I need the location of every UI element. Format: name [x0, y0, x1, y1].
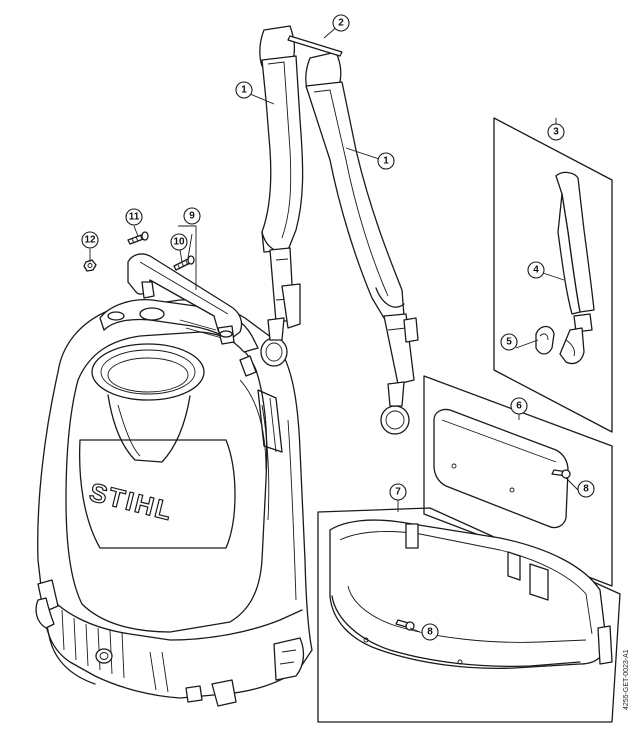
- svg-text:4: 4: [533, 265, 539, 276]
- carrying-handle: [127, 253, 243, 345]
- svg-text:5: 5: [506, 337, 512, 348]
- screw-11: [127, 231, 149, 245]
- svg-text:8: 8: [427, 627, 433, 638]
- svg-text:1: 1: [383, 156, 389, 167]
- svg-text:3: 3: [553, 127, 559, 138]
- rod-2: [287, 35, 343, 57]
- svg-text:11: 11: [129, 212, 140, 223]
- svg-text:2: 2: [338, 18, 344, 29]
- callout-1b: 1: [377, 152, 395, 170]
- shoulder-strap-left: [259, 25, 304, 367]
- callout-6: 6: [510, 397, 528, 415]
- svg-text:9: 9: [189, 211, 195, 222]
- shoulder-strap-right: [305, 51, 419, 435]
- callout-3: 3: [547, 123, 565, 141]
- chest-strap-panel: [493, 117, 613, 433]
- callout-1a: 1: [235, 81, 253, 99]
- callout-5: 5: [500, 333, 518, 351]
- callout-8b: 8: [421, 623, 439, 641]
- callout-8a: 8: [577, 480, 595, 498]
- svg-text:8: 8: [583, 484, 589, 495]
- callout-12: 12: [81, 231, 99, 249]
- svg-text:1: 1: [241, 85, 247, 96]
- back-pad-panel: [423, 375, 613, 587]
- svg-text:7: 7: [395, 487, 401, 498]
- svg-text:10: 10: [173, 237, 185, 248]
- svg-text:6: 6: [516, 401, 522, 412]
- nut-12: [83, 259, 97, 272]
- callout-4: 4: [527, 261, 545, 279]
- callout-11: 11: [125, 208, 143, 226]
- callout-10: 10: [170, 233, 188, 251]
- document-id: 4255-GET-0023-A1: [623, 649, 630, 710]
- hip-belt-panel: [317, 507, 621, 723]
- callout-7: 7: [389, 483, 407, 501]
- callout-2: 2: [332, 14, 350, 32]
- svg-text:12: 12: [84, 235, 96, 246]
- screw-10: [173, 255, 195, 271]
- callout-9: 9: [183, 207, 201, 225]
